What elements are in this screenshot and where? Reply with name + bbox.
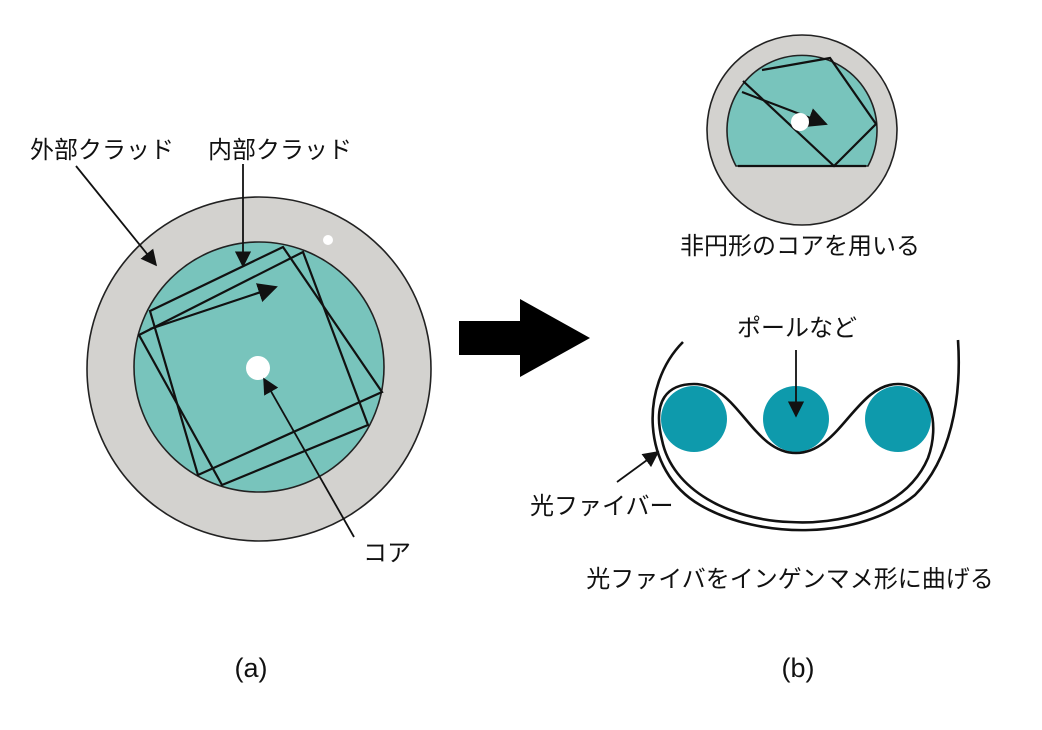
fiber-kidney-loop — [657, 382, 935, 524]
pole-right — [865, 386, 931, 452]
core-label: コア — [363, 540, 411, 567]
light-ray-arrow — [149, 283, 278, 331]
light-ray-path-1 — [148, 245, 384, 477]
kidney-bend-label: 光ファイバをインゲンマメ形に曲げる — [586, 566, 994, 593]
fiber-outer-loop — [651, 339, 961, 532]
poles-label: ポールなど — [737, 315, 857, 342]
light-ray-path-b — [742, 56, 878, 168]
light-ray-path-2 — [137, 250, 370, 487]
core — [246, 356, 270, 380]
fiber-label: 光ファイバー — [530, 493, 674, 520]
core-leader — [263, 377, 355, 538]
outer-cladding-label: 外部クラッド — [30, 137, 174, 164]
pole-left — [661, 386, 727, 452]
outer-cladding-leader — [75, 165, 158, 267]
panel-b-caption: (b) — [782, 653, 815, 683]
panel-a-caption: (a) — [235, 653, 268, 683]
panel-b-kidney-bend: ポールなど 光ファイバー 光ファイバをインゲンマメ形に曲げる (b) — [530, 315, 994, 683]
panel-a: 外部クラッド 内部クラッド コア (a) — [30, 137, 432, 683]
panel-b-noncircular: 非円形のコアを用いる — [680, 34, 920, 260]
d-shaped-inner-cladding — [726, 54, 878, 167]
light-ray-arrow-b — [741, 90, 828, 127]
fiber-leader — [616, 451, 660, 483]
inner-cladding-label: 内部クラッド — [208, 137, 352, 164]
right-arrow-icon — [459, 299, 590, 377]
cladding-dot — [323, 235, 333, 245]
pole-middle — [763, 386, 829, 452]
core-b — [791, 113, 809, 131]
non-circular-core-label: 非円形のコアを用いる — [680, 233, 920, 260]
